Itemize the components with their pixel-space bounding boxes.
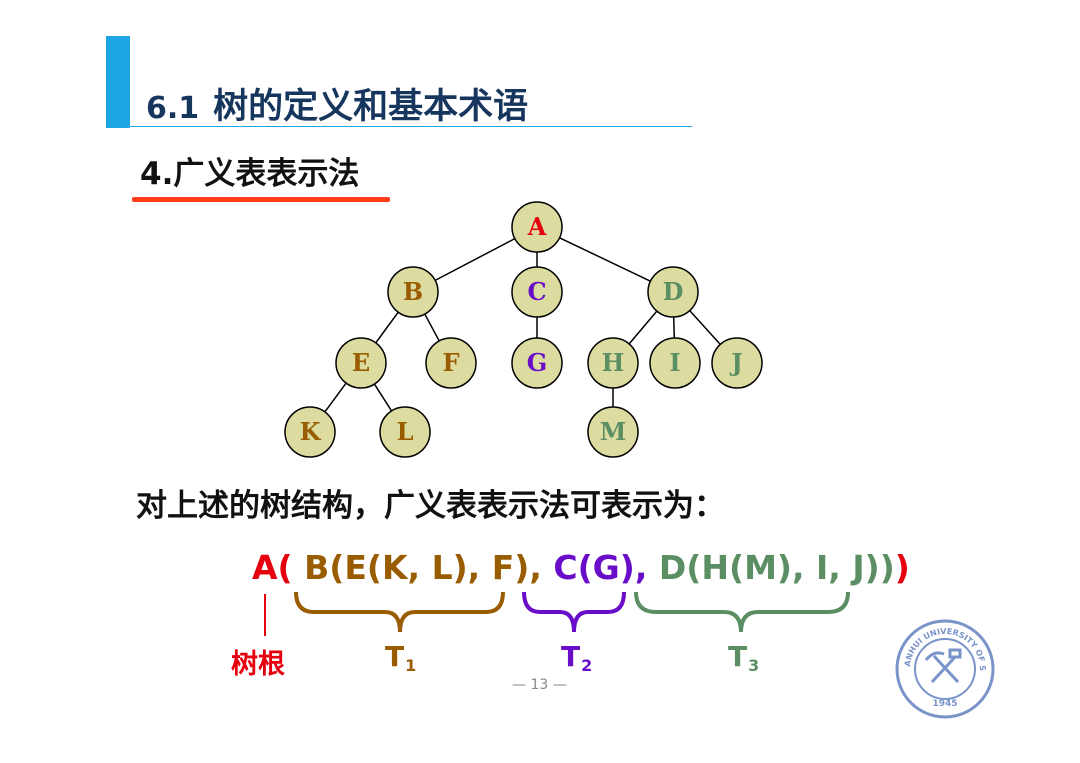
subtitle-underline [132,197,390,202]
tree-node-label: E [352,348,370,377]
expr-separator-2: , [634,548,648,587]
tree-node-f: F [425,337,477,389]
t3-label-sub: 3 [748,656,760,675]
tree-node-circle [379,406,431,458]
t1-label: T1 [385,640,416,675]
tree-node-circle [647,266,699,318]
tree-node-label: M [600,417,627,446]
expr-subtree-t3: D(H(M), I, J) [647,548,880,587]
t2-label: T2 [561,640,592,675]
tree-node-circle [511,266,563,318]
tree-node-label: A [527,212,547,241]
tree-node-label: F [442,348,459,377]
t2-label-base: T [561,640,581,673]
expr-root-open: A( [252,548,293,587]
tree-node-circle [649,337,701,389]
tree-node-label: B [403,277,423,306]
expr-separator-1: , [529,548,542,587]
tree-node-circle [511,201,563,253]
tree-node-label: L [397,417,414,446]
caption: 对上述的树结构，广义表表示法可表示为： [136,488,725,524]
pickaxe-hammer-icon [924,648,962,684]
tree-node-k: K [284,406,336,458]
t2-label-sub: 2 [581,656,593,675]
tree-node-h: H [587,337,639,389]
tree-node-circle [511,337,563,389]
tree-node-label: G [527,348,548,377]
tree-node-circle [387,266,439,318]
tree-edges [324,237,721,413]
title-accent-bar [106,36,130,128]
tree-node-label: K [300,417,322,446]
tree-edge-d-h [628,310,658,345]
tree-edge-b-e [375,311,399,344]
tree-node-a: A [511,201,563,253]
t3-label-base: T [728,640,748,673]
tree-node-e: E [335,337,387,389]
tree-node-circle [587,337,639,389]
tree-node-circle [284,406,336,458]
tree-node-circle [425,337,477,389]
tree-node-l: L [379,406,431,458]
tree-edge-d-j [689,310,721,345]
expr-subtree-t2: C(G) [541,548,635,587]
tree-node-label: C [527,277,546,306]
tree-node-circle [587,406,639,458]
title-divider [130,126,692,127]
tree-node-b: B [387,266,439,318]
tree-edge-b-f [424,313,440,342]
tree-node-i: I [649,337,701,389]
tree-node-label: J [729,348,742,377]
tree-node-label: D [663,277,684,306]
expr-root-close: ) [894,548,910,587]
section-title: 树的定义和基本术语 [213,87,529,127]
tree-node-circle [335,337,387,389]
tree-node-j: J [711,337,763,389]
section-number: 6.1 [146,91,200,126]
brace-t1 [294,591,505,633]
t1-label-sub: 1 [405,656,417,675]
tree-node-label: I [669,348,680,377]
seal-year: 1945 [932,699,957,709]
brace-t3 [634,591,850,633]
university-seal-logo: ANHUI UNIVERSITY OF SCIENCE & TECHNOLOGY… [890,614,995,719]
page-title: 6.1 树的定义和基本术语 [146,78,528,129]
tree-node-label: H [602,348,625,377]
root-label: 树根 [231,649,285,680]
tree-edge-e-l [373,383,393,412]
tree-nodes: A B C D E F G H I J K L M [284,201,763,458]
generalized-list-expression: A( B(E(K, L), F), C(G), D(H(M), I, J))) [252,548,910,587]
tree-node-g: G [511,337,563,389]
tree-node-d: D [647,266,699,318]
tree-edge-e-k [324,382,347,413]
tree-node-c: C [511,266,563,318]
t3-label: T3 [728,640,759,675]
expr-subtree-t3-close: ) [879,548,895,587]
t1-label-base: T [385,640,405,673]
page-number: — 13 — [512,677,567,693]
subtitle: 4.广义表表示法 [140,156,360,192]
expr-subtree-t1: B(E(K, L), F) [292,548,530,587]
tree-node-m: M [587,406,639,458]
tree-edge-a-b [434,237,516,282]
brace-t2 [522,591,626,633]
tree-edge-a-d [559,237,651,282]
tree-node-circle [711,337,763,389]
tree-edge-d-i [672,316,676,339]
